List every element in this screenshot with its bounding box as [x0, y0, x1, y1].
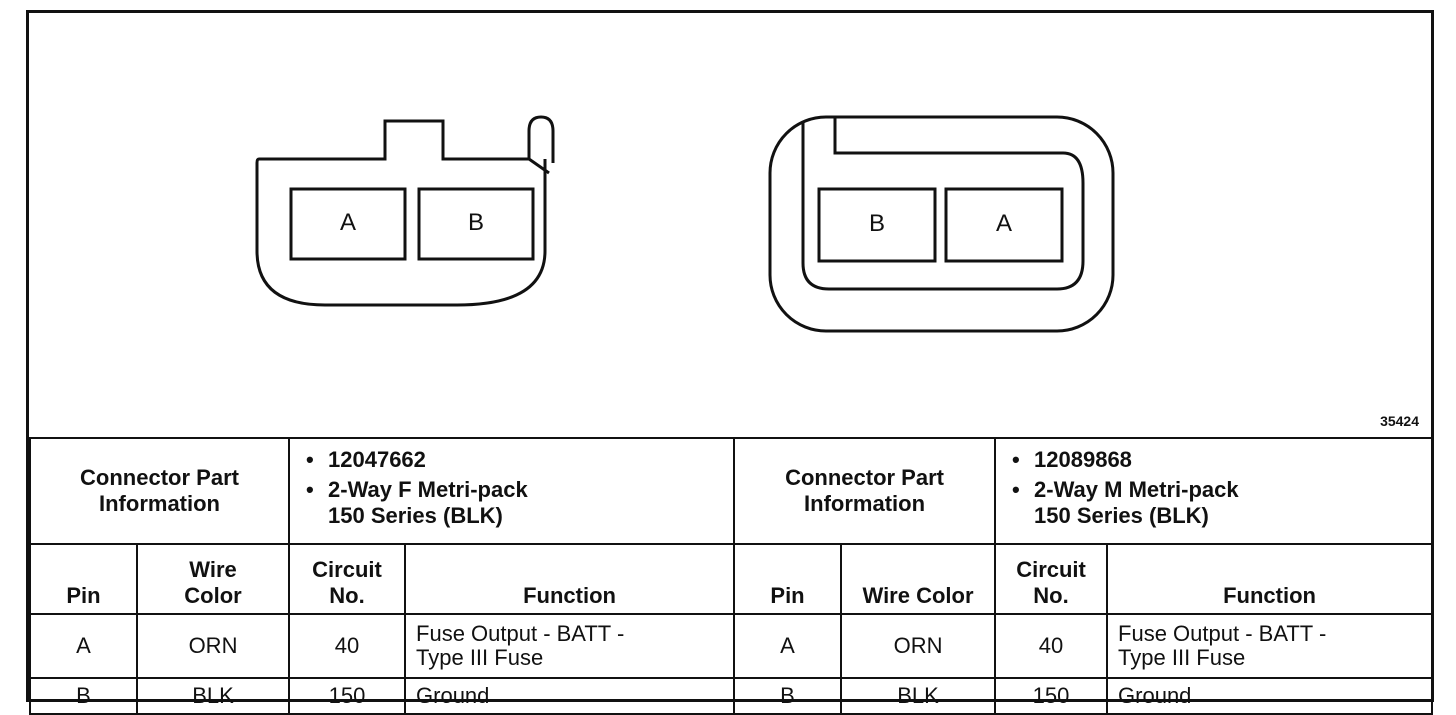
column-header-pin: Pin: [733, 543, 843, 615]
part-info-label-line: Connector Part: [80, 465, 239, 490]
pin-cell: A: [29, 613, 138, 679]
female-cavity-a: [289, 187, 407, 261]
wire-color-cell: ORN: [135, 613, 291, 679]
cavity-label: A: [995, 210, 1012, 237]
circuit-cell: 150: [994, 677, 1109, 715]
part-info-label-line: Information: [99, 491, 220, 516]
circuit-cell: 150: [288, 677, 407, 715]
table-row: A ORN 40 Fuse Output - BATT - Type III F…: [29, 613, 1434, 679]
column-header-function: Function: [404, 543, 736, 615]
pin-cell: B: [733, 677, 843, 715]
column-header-wire-color: Wire Color: [135, 543, 291, 615]
circuit-cell: 40: [288, 613, 407, 679]
function-line: Ground: [1118, 683, 1192, 708]
header-line: No.: [1033, 583, 1069, 608]
connector-diagram: A B B A 35424: [29, 13, 1431, 437]
function-cell: Fuse Output - BATT - Type III Fuse: [1106, 613, 1434, 679]
function-cell: Ground: [1106, 677, 1434, 715]
part-info-label-line: Information: [804, 491, 926, 516]
connector-description: 150 Series (BLK): [328, 503, 503, 528]
part-info: • 12089868 • 2-Way M Metri-pack 150 Series…: [994, 437, 1434, 545]
female-connector-shape: [255, 115, 555, 307]
part-info: • 12047662 • 2-Way F Metri-pack 150 Series…: [288, 437, 736, 545]
part-info-label: Connector Part Information: [733, 437, 997, 545]
column-header-wire-color: Wire Color: [840, 543, 997, 615]
function-cell: Ground: [404, 677, 736, 715]
pin-cell: A: [733, 613, 843, 679]
cavity-label: A: [339, 209, 356, 236]
cavity-label: B: [868, 210, 885, 237]
wire-color-cell: BLK: [135, 677, 291, 715]
part-info-label-line: Connector Part: [785, 465, 944, 490]
connector-description: 150 Series (BLK): [1034, 503, 1209, 528]
bullet-icon: •: [1012, 477, 1020, 502]
part-number: 12089868: [1034, 447, 1132, 472]
function-cell: Fuse Output - BATT - Type III Fuse: [404, 613, 736, 679]
part-info-label: Connector Part Information: [28, 437, 291, 545]
connector-drawing: [255, 115, 1115, 333]
table-row: B BLK 150 Ground B BLK 150 Ground: [29, 677, 1434, 715]
pin-cell: B: [29, 677, 138, 715]
cavity-label: B: [467, 209, 484, 236]
function-line: Type III Fuse: [416, 645, 544, 670]
bullet-icon: •: [306, 477, 314, 502]
figure-number: 35424: [1380, 413, 1419, 429]
function-line: Fuse Output - BATT -: [416, 621, 625, 646]
female-cavity-b: [417, 187, 535, 261]
header-line: No.: [329, 583, 365, 608]
wire-color-cell: ORN: [840, 613, 997, 679]
function-line: Type III Fuse: [1118, 645, 1246, 670]
column-header-pin: Pin: [29, 543, 138, 615]
connector-table: Connector Part Information • 12047662 • 2-…: [28, 437, 1434, 715]
function-line: Ground: [416, 683, 490, 708]
column-header-circuit: Circuit No.: [288, 543, 407, 615]
male-cavity-b: [817, 187, 937, 263]
header-line: Circuit: [312, 557, 382, 582]
header-line: Color: [184, 583, 242, 608]
wire-color-cell: BLK: [840, 677, 997, 715]
connector-sheet: A B B A 35424 Connector Part Information…: [26, 10, 1434, 715]
column-header-function: Function: [1106, 543, 1434, 615]
column-header-circuit: Circuit No.: [994, 543, 1109, 615]
function-line: Fuse Output - BATT -: [1118, 621, 1327, 646]
bullet-icon: •: [1012, 447, 1020, 472]
bullet-icon: •: [306, 447, 314, 472]
header-line: Circuit: [1016, 557, 1086, 582]
header-line: Wire Color: [862, 583, 974, 608]
male-connector-shape: [768, 115, 1115, 333]
header-line: Wire: [189, 557, 237, 582]
connector-description: 2-Way M Metri-pack: [1034, 477, 1239, 502]
part-number: 12047662: [328, 447, 426, 472]
male-cavity-a: [944, 187, 1064, 263]
circuit-cell: 40: [994, 613, 1109, 679]
connector-description: 2-Way F Metri-pack: [328, 477, 528, 502]
